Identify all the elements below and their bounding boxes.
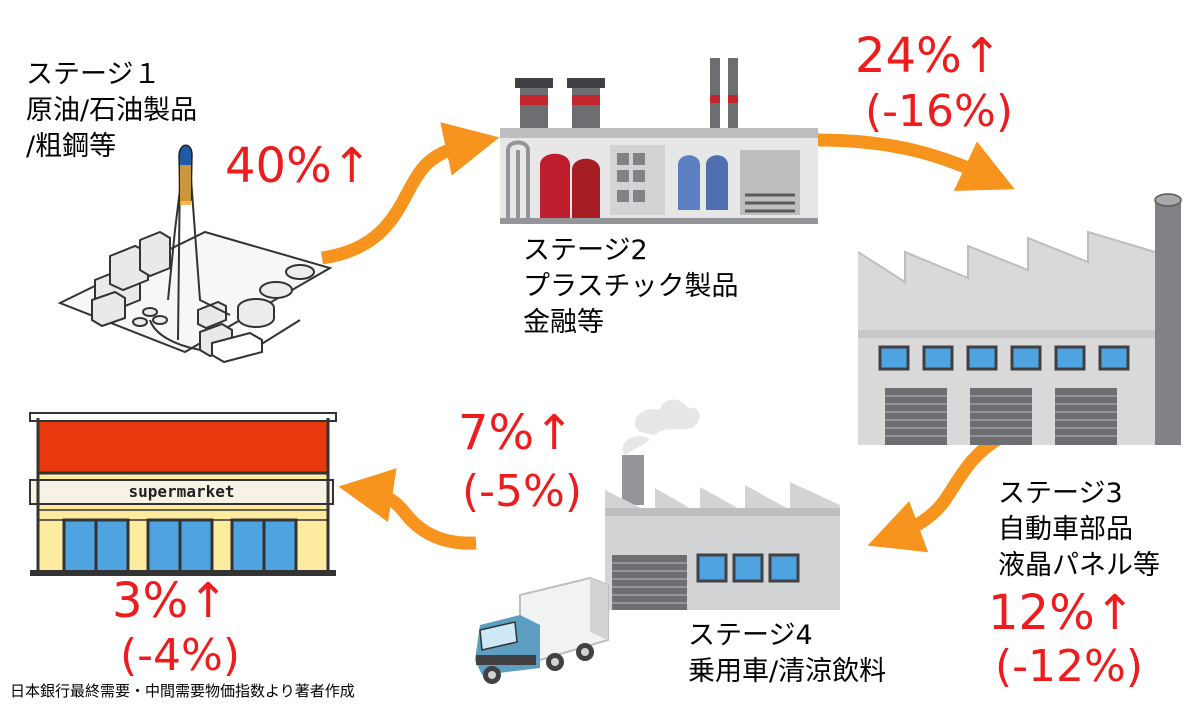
source-note: 日本銀行最終需要・中間需要物価指数より著者作成	[10, 682, 355, 700]
stage-4-items-line1: 乗用車/清涼飲料	[688, 656, 887, 687]
stage-3-items-line1: 自動車部品	[998, 514, 1133, 545]
supermarket-sign: supermarket	[128, 482, 235, 501]
flow-arrow-1-to-2	[320, 122, 500, 265]
stage-4-label: ステージ4 乗用車/清涼飲料	[688, 618, 886, 690]
stage-1-items-line2: /粗鋼等	[26, 131, 117, 162]
final-demand-change-sub: (-4%)	[120, 630, 241, 681]
chemical-plant-illustration	[500, 58, 818, 224]
delivery-truck-illustration	[475, 576, 609, 684]
flow-arrow-3-to-4	[867, 432, 1004, 553]
stage-4-title: ステージ4	[688, 620, 813, 651]
flow-arrow-4-to-store	[338, 468, 477, 550]
stage-3-change: 12%↑	[988, 585, 1135, 641]
stage-3-items-line2: 液晶パネル等	[998, 550, 1160, 581]
supermarket-illustration	[29, 412, 337, 576]
stage-1-items-line1: 原油/石油製品	[26, 95, 198, 126]
stage-2-change: 24%↑	[855, 28, 1002, 84]
stage-2-title: ステージ2	[523, 235, 648, 266]
stage-2-change-sub: (-16%)	[865, 86, 1014, 137]
stage-2-items-line1: プラスチック製品	[523, 271, 739, 302]
stage-1-label: ステージ１ 原油/石油製品 /粗鋼等	[26, 57, 197, 165]
stage-3-change-sub: (-12%)	[995, 641, 1144, 692]
stage-3-title: ステージ3	[998, 478, 1123, 509]
stage-2-items-line2: 金融等	[523, 307, 604, 338]
stage-1-title: ステージ１	[26, 59, 161, 90]
factory-illustration	[857, 193, 1182, 445]
stage-4-change: 7%↑	[458, 405, 575, 461]
stage-2-label: ステージ2 プラスチック製品 金融等	[523, 233, 738, 341]
stage-3-label: ステージ3 自動車部品 液晶パネル等	[998, 476, 1160, 584]
stage-4-change-sub: (-5%)	[462, 466, 583, 517]
small-factory-illustration	[605, 399, 840, 610]
flow-arrow-2-to-3	[817, 133, 1015, 191]
oil-refinery-illustration	[57, 144, 333, 364]
stage-1-change: 40%↑	[225, 138, 372, 194]
final-demand-change: 3%↑	[112, 573, 229, 629]
